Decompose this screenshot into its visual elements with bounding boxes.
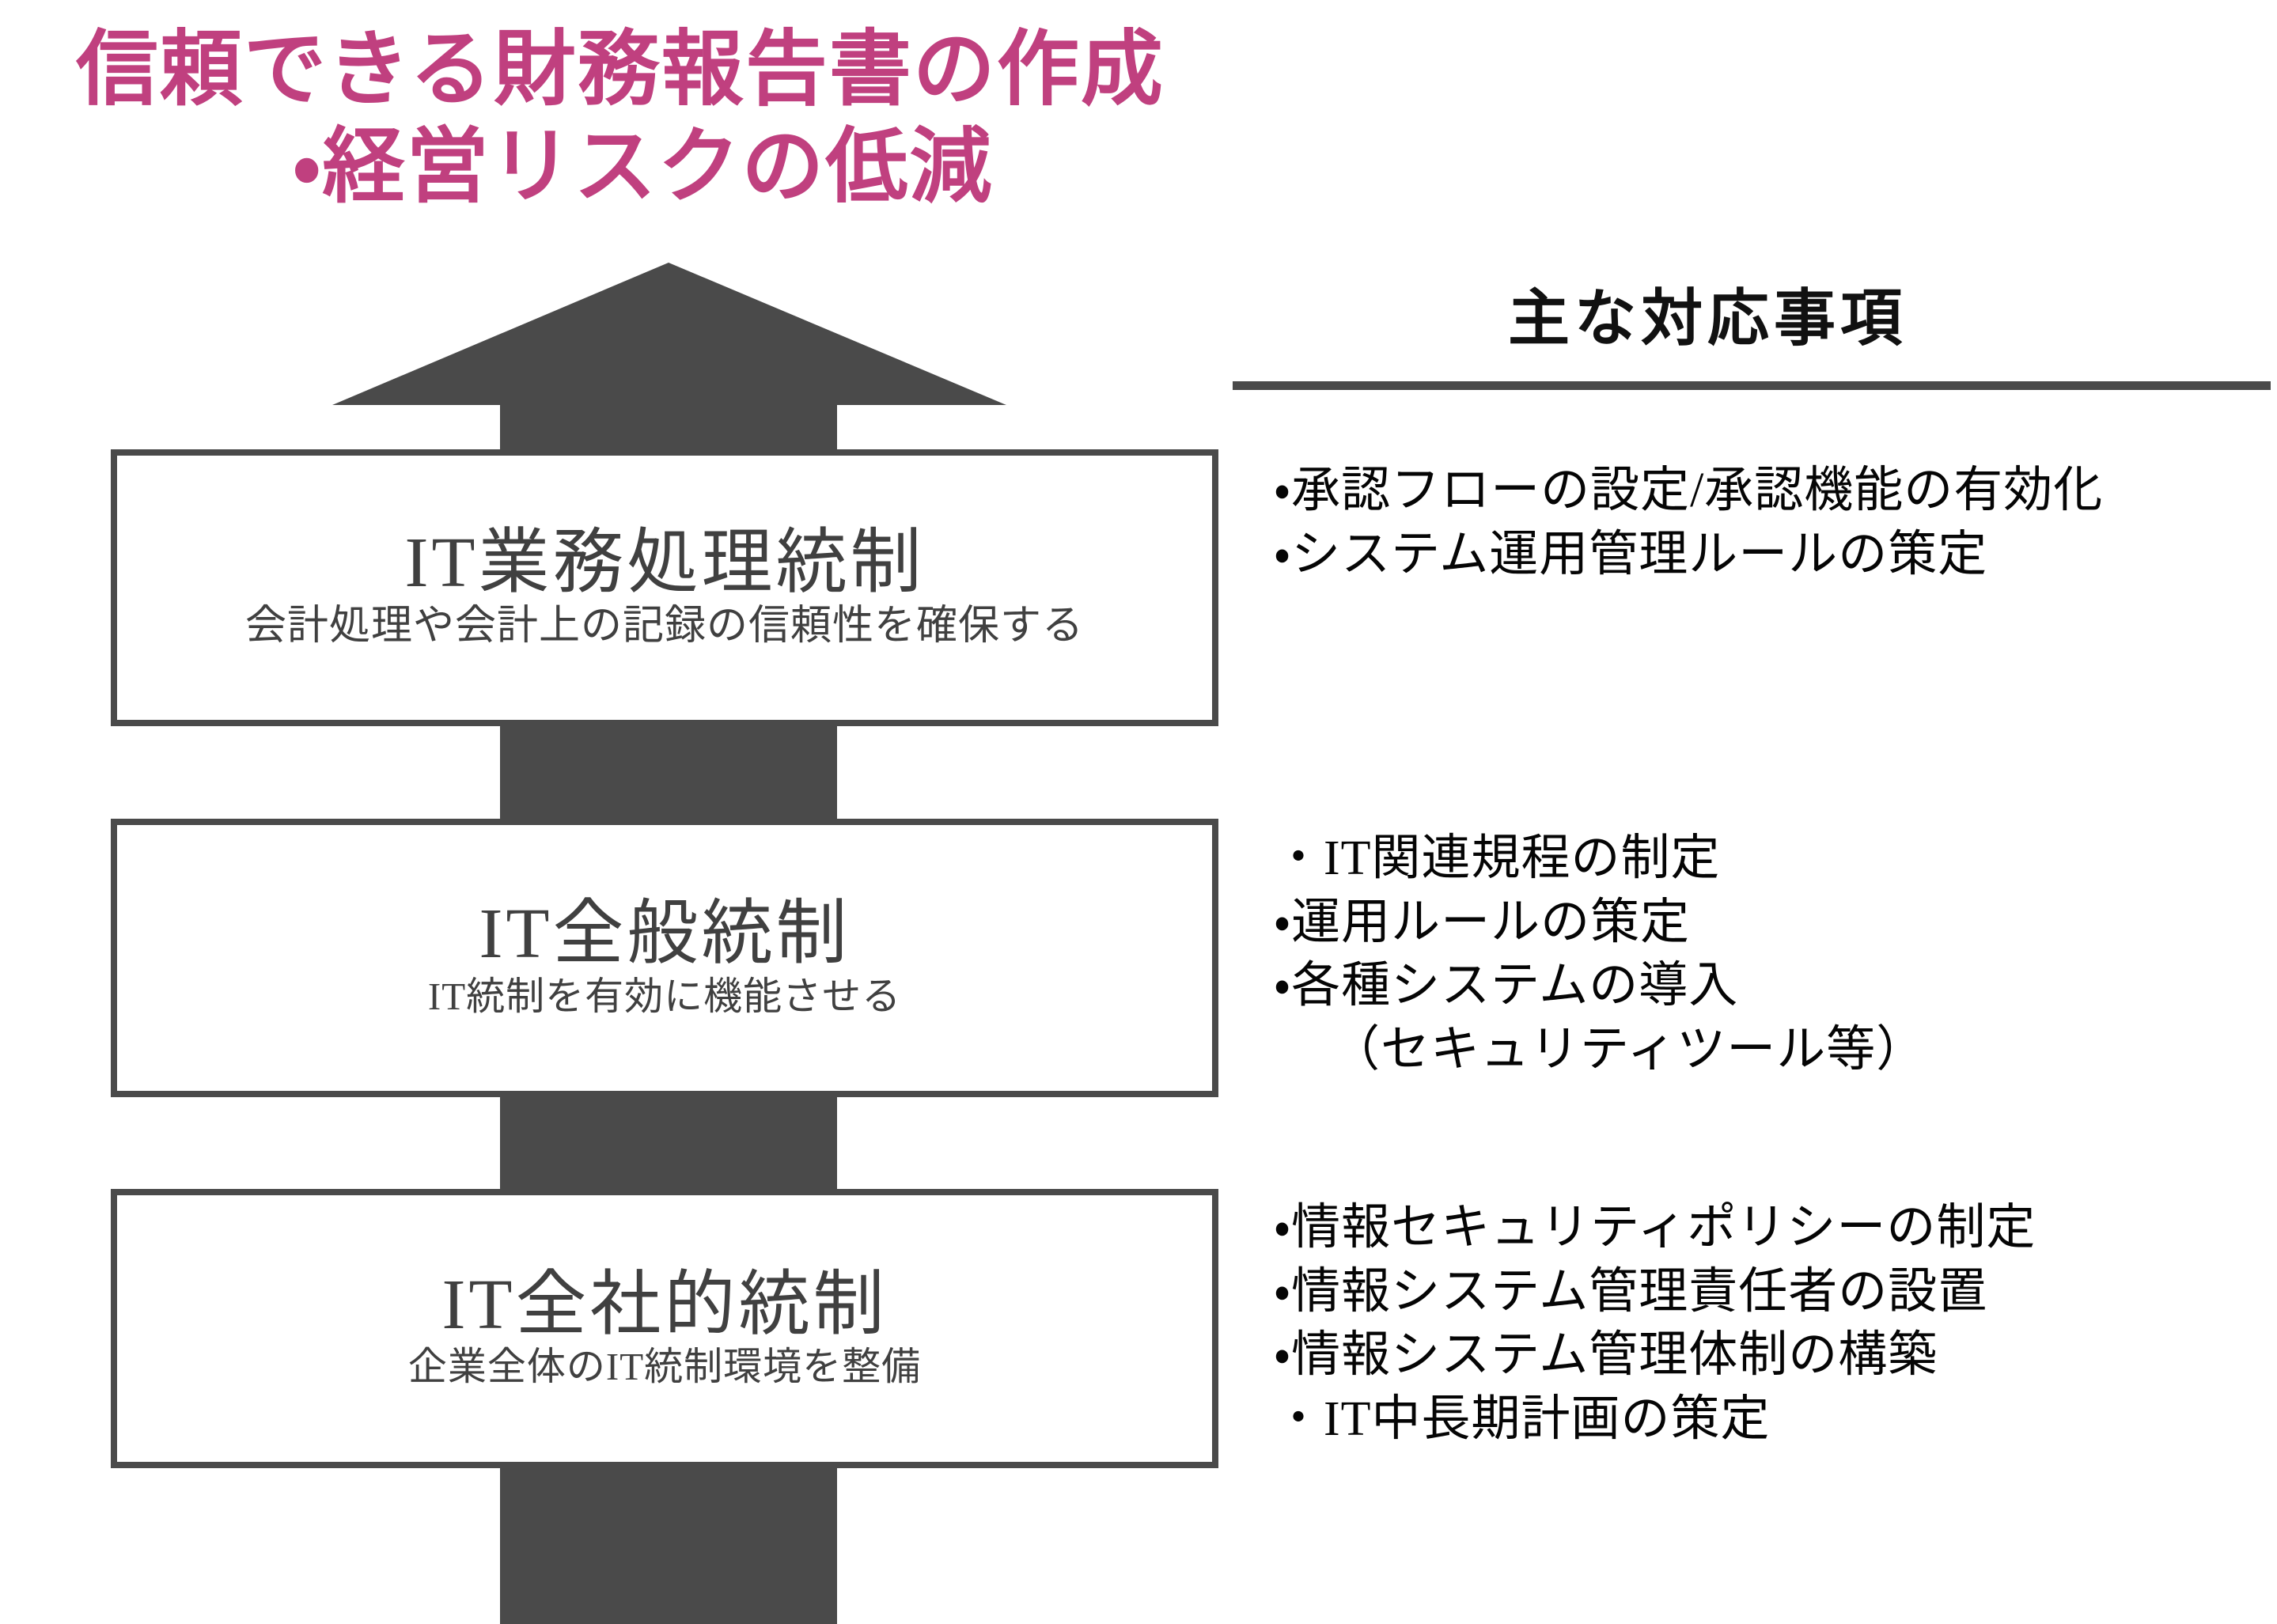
layer-box-it-general-control[interactable]: IT全般統制 IT統制を有効に機能させる — [111, 819, 1218, 1097]
list-item: ・情報セキュリティポリシーの制定 — [1274, 1201, 2036, 1255]
list-item: ・IT中長期計画の策定 — [1274, 1391, 1771, 1446]
bullet-group-it-general-control: ・IT関連規程の制定 ・運用ルールの策定 ・各種システムの導入 （セキュリティツ… — [1274, 827, 2271, 1081]
list-item: ・承認フローの設定/承認機能の有効化 — [1274, 464, 2104, 517]
list-item: ・情報システム管理体制の構築 — [1274, 1328, 1938, 1383]
page-title-line-2: ・経営リスクの低減 — [293, 121, 994, 213]
list-item: ・IT関連規程の制定 — [1274, 831, 1721, 885]
layer-subtitle: 会計処理や会計上の記録の信頼性を確保する — [244, 604, 1084, 649]
layer-box-it-company-level-control[interactable]: IT全社的統制 企業全体のIT統制環境を整備 — [111, 1189, 1218, 1468]
list-item: ・運用ルールの策定 — [1274, 895, 1691, 949]
page-title-line-1: 信頼できる財務報告書の作成 — [76, 25, 1165, 115]
list-item-continuation: （セキュリティツール等） — [1331, 1022, 1927, 1077]
layer-box-it-application-control[interactable]: IT業務処理統制 会計処理や会計上の記録の信頼性を確保する — [111, 449, 1218, 726]
layer-title: IT全般統制 — [479, 895, 851, 974]
bullet-group-it-company-level-control: ・情報セキュリティポリシーの制定 ・情報システム管理責任者の設置 ・情報システム… — [1274, 1196, 2271, 1451]
list-item: ・各種システムの導入 — [1274, 959, 1739, 1013]
page-title: 信頼できる財務報告書の作成 ・経営リスクの低減 — [0, 22, 1345, 216]
list-item: ・システム運用管理ルールの策定 — [1274, 527, 1988, 581]
heading-divider — [1233, 381, 2271, 390]
bullet-group-it-application-control: ・承認フローの設定/承認機能の有効化 ・システム運用管理ルールの策定 — [1274, 459, 2271, 586]
layer-title: IT全社的統制 — [441, 1265, 888, 1344]
response-items-heading: 主な対応事項 — [1507, 284, 1907, 353]
layer-title: IT業務処理統制 — [404, 523, 925, 602]
list-item: ・情報システム管理責任者の設置 — [1274, 1264, 1988, 1319]
layer-subtitle: IT統制を有効に機能させる — [427, 974, 902, 1018]
response-items-column: 主な対応事項 ・承認フローの設定/承認機能の有効化 ・システム運用管理ルールの策… — [1233, 0, 2271, 1624]
layer-subtitle: 企業全体のIT統制環境を整備 — [407, 1345, 922, 1389]
